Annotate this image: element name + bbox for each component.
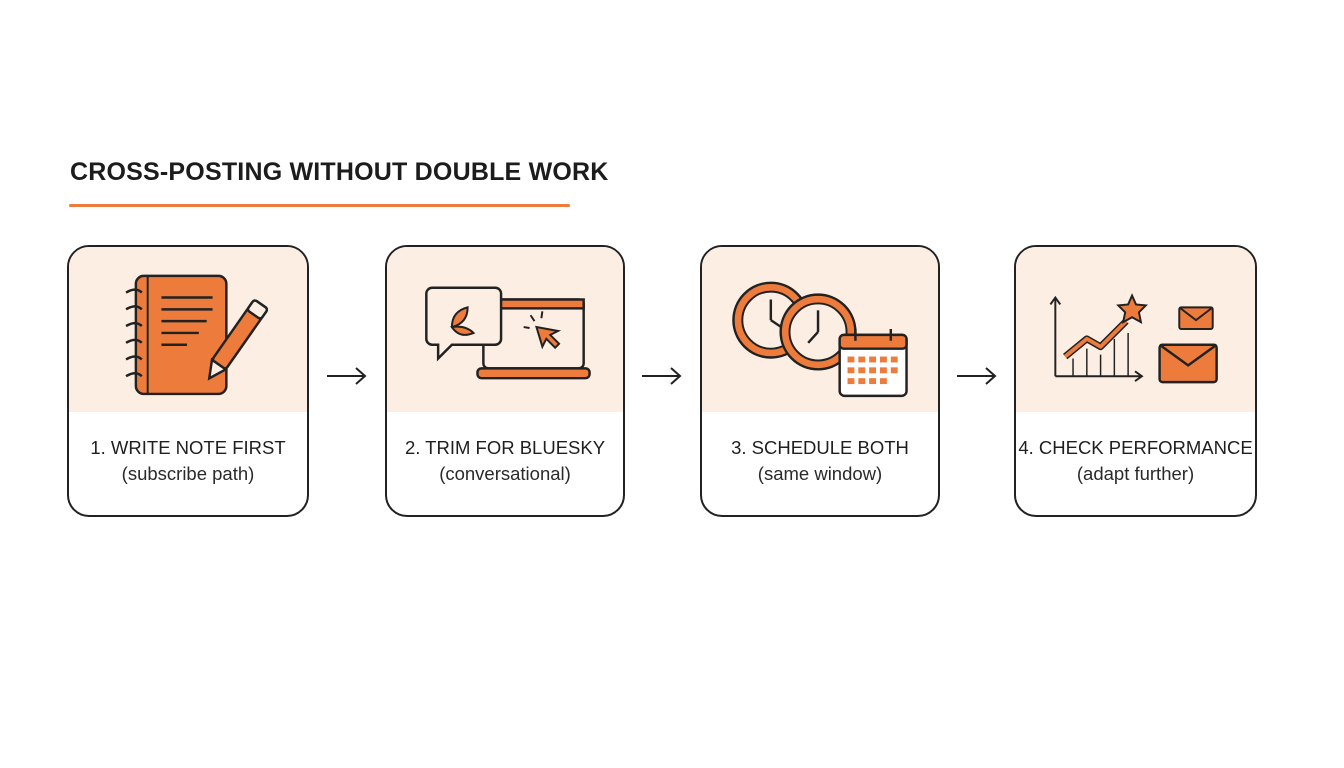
notebook-pen-icon	[125, 274, 269, 396]
step-3-illustration	[702, 247, 938, 412]
step-card-2: 2. TRIM FOR BLUESKY (conversational)	[385, 245, 625, 517]
step-1-illustration	[69, 247, 307, 412]
step-4-illustration	[1016, 247, 1255, 412]
step-card-1: 1. WRITE NOTE FIRST (subscribe path)	[67, 245, 309, 517]
step-4-subtitle: (adapt further)	[1076, 463, 1195, 484]
step-1-caption: 1. WRITE NOTE FIRST (subscribe path)	[69, 435, 307, 487]
step-2-caption: 2. TRIM FOR BLUESKY (conversational)	[387, 435, 623, 487]
chart-mail-icon	[1049, 293, 1218, 384]
diagram-title: CROSS-POSTING WITHOUT DOUBLE WORK	[70, 158, 609, 186]
step-3-title: 3. SCHEDULE BOTH	[731, 437, 909, 458]
step-card-3: 3. SCHEDULE BOTH (same window)	[700, 245, 940, 517]
arrow-right-icon	[327, 367, 367, 385]
arrow-right-icon	[642, 367, 682, 385]
step-4-title: 4. CHECK PERFORMANCE	[1018, 437, 1253, 458]
step-card-4: 4. CHECK PERFORMANCE (adapt further)	[1014, 245, 1257, 517]
step-4-caption: 4. CHECK PERFORMANCE (adapt further)	[1016, 435, 1255, 487]
title-underline	[69, 204, 570, 207]
clocks-calendar-icon	[732, 281, 908, 398]
step-3-subtitle: (same window)	[757, 463, 883, 484]
step-1-subtitle: (subscribe path)	[121, 463, 255, 484]
step-1-title: 1. WRITE NOTE FIRST	[90, 437, 286, 458]
arrow-right-icon	[957, 367, 997, 385]
step-2-illustration	[387, 247, 623, 412]
step-2-title: 2. TRIM FOR BLUESKY	[404, 437, 606, 458]
step-3-caption: 3. SCHEDULE BOTH (same window)	[702, 435, 938, 487]
laptop-chat-icon	[425, 286, 591, 380]
step-2-subtitle: (conversational)	[439, 463, 571, 484]
